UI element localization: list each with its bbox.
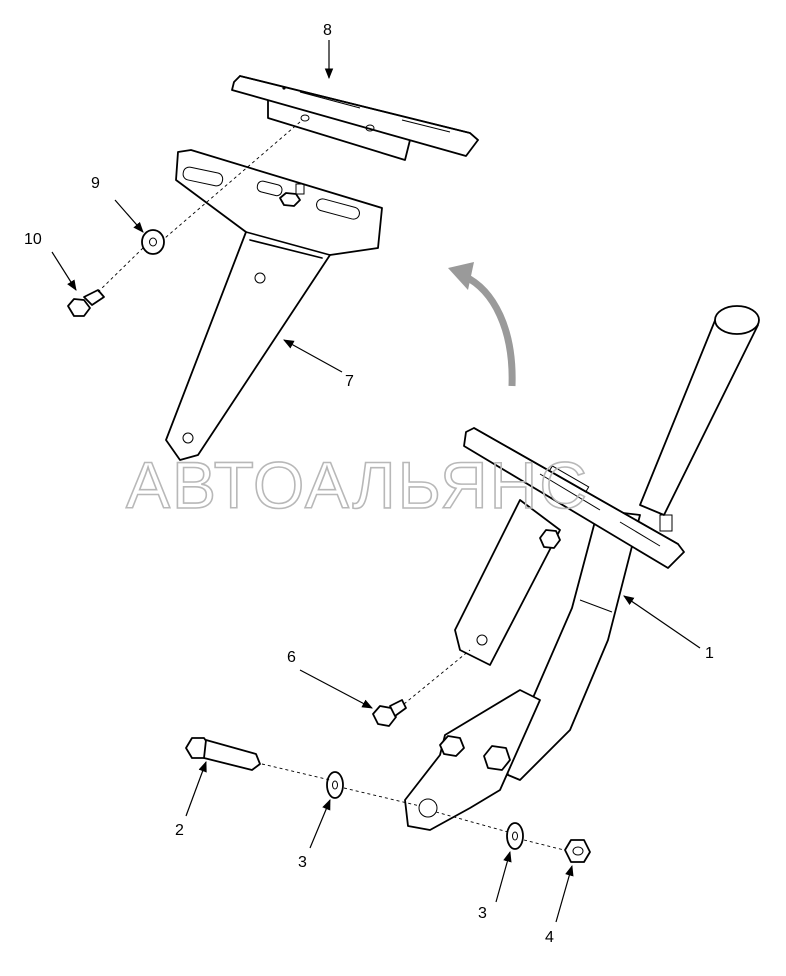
callout-4: 4 xyxy=(545,929,554,946)
rotation-arrow xyxy=(448,262,516,387)
callout-leaders xyxy=(51,40,701,923)
callout-7: 7 xyxy=(345,373,354,390)
part-1-main-frame xyxy=(404,305,760,831)
callout-3a: 3 xyxy=(298,854,307,871)
part-10-bolt xyxy=(67,289,105,317)
callout-6: 6 xyxy=(287,649,296,666)
callout-3b: 3 xyxy=(478,905,487,922)
part-9-washer xyxy=(141,229,165,255)
watermark-text: АВТОАЛЬЯНС xyxy=(126,448,589,522)
callout-8: 8 xyxy=(323,22,332,39)
part-6-bolt xyxy=(372,699,407,727)
callout-10: 10 xyxy=(24,231,42,248)
callout-1: 1 xyxy=(705,645,714,662)
part-8-slotted-plate xyxy=(231,75,479,161)
callout-2: 2 xyxy=(175,822,184,839)
part-3-washer-a xyxy=(326,771,344,799)
part-3-washer-b xyxy=(506,822,524,850)
callout-9: 9 xyxy=(91,175,100,192)
part-2-bolt xyxy=(185,737,261,771)
part-7-bracket xyxy=(165,149,383,461)
part-4-nut xyxy=(564,839,591,863)
